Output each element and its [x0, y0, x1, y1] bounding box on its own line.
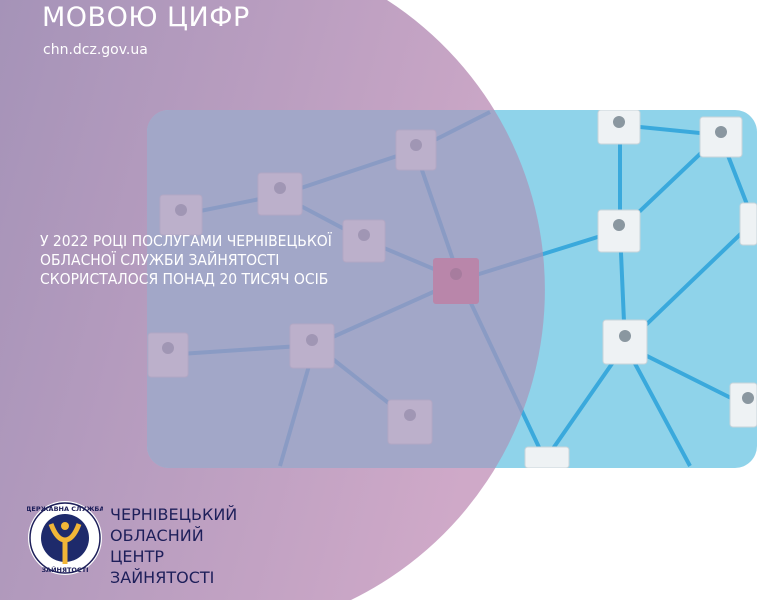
page-title: МОВОЮ ЦИФР: [42, 2, 250, 33]
org-line: ЦЕНТР: [110, 547, 164, 566]
logo-bottom-text: ЗАЙНЯТОСТІ: [41, 565, 88, 574]
employment-service-logo: ДЕРЖАВНА СЛУЖБА ЗАЙНЯТОСТІ: [27, 501, 103, 575]
org-line: ЗАЙНЯТОСТІ: [110, 568, 215, 587]
organization-name: ЧЕРНІВЕЦЬКИЙ ОБЛАСНИЙ ЦЕНТР ЗАЙНЯТОСТІ: [110, 504, 237, 588]
org-line: ОБЛАСНИЙ: [110, 526, 204, 545]
website-link[interactable]: chn.dcz.gov.ua: [43, 42, 148, 58]
logo-top-text: ДЕРЖАВНА СЛУЖБА: [27, 505, 103, 513]
headline: У 2022 РОЦІ ПОСЛУГАМИ ЧЕРНІВЕЦЬКОЇ ОБЛАС…: [40, 232, 332, 288]
org-line: ЧЕРНІВЕЦЬКИЙ: [110, 505, 238, 524]
network-photo: [147, 110, 757, 468]
